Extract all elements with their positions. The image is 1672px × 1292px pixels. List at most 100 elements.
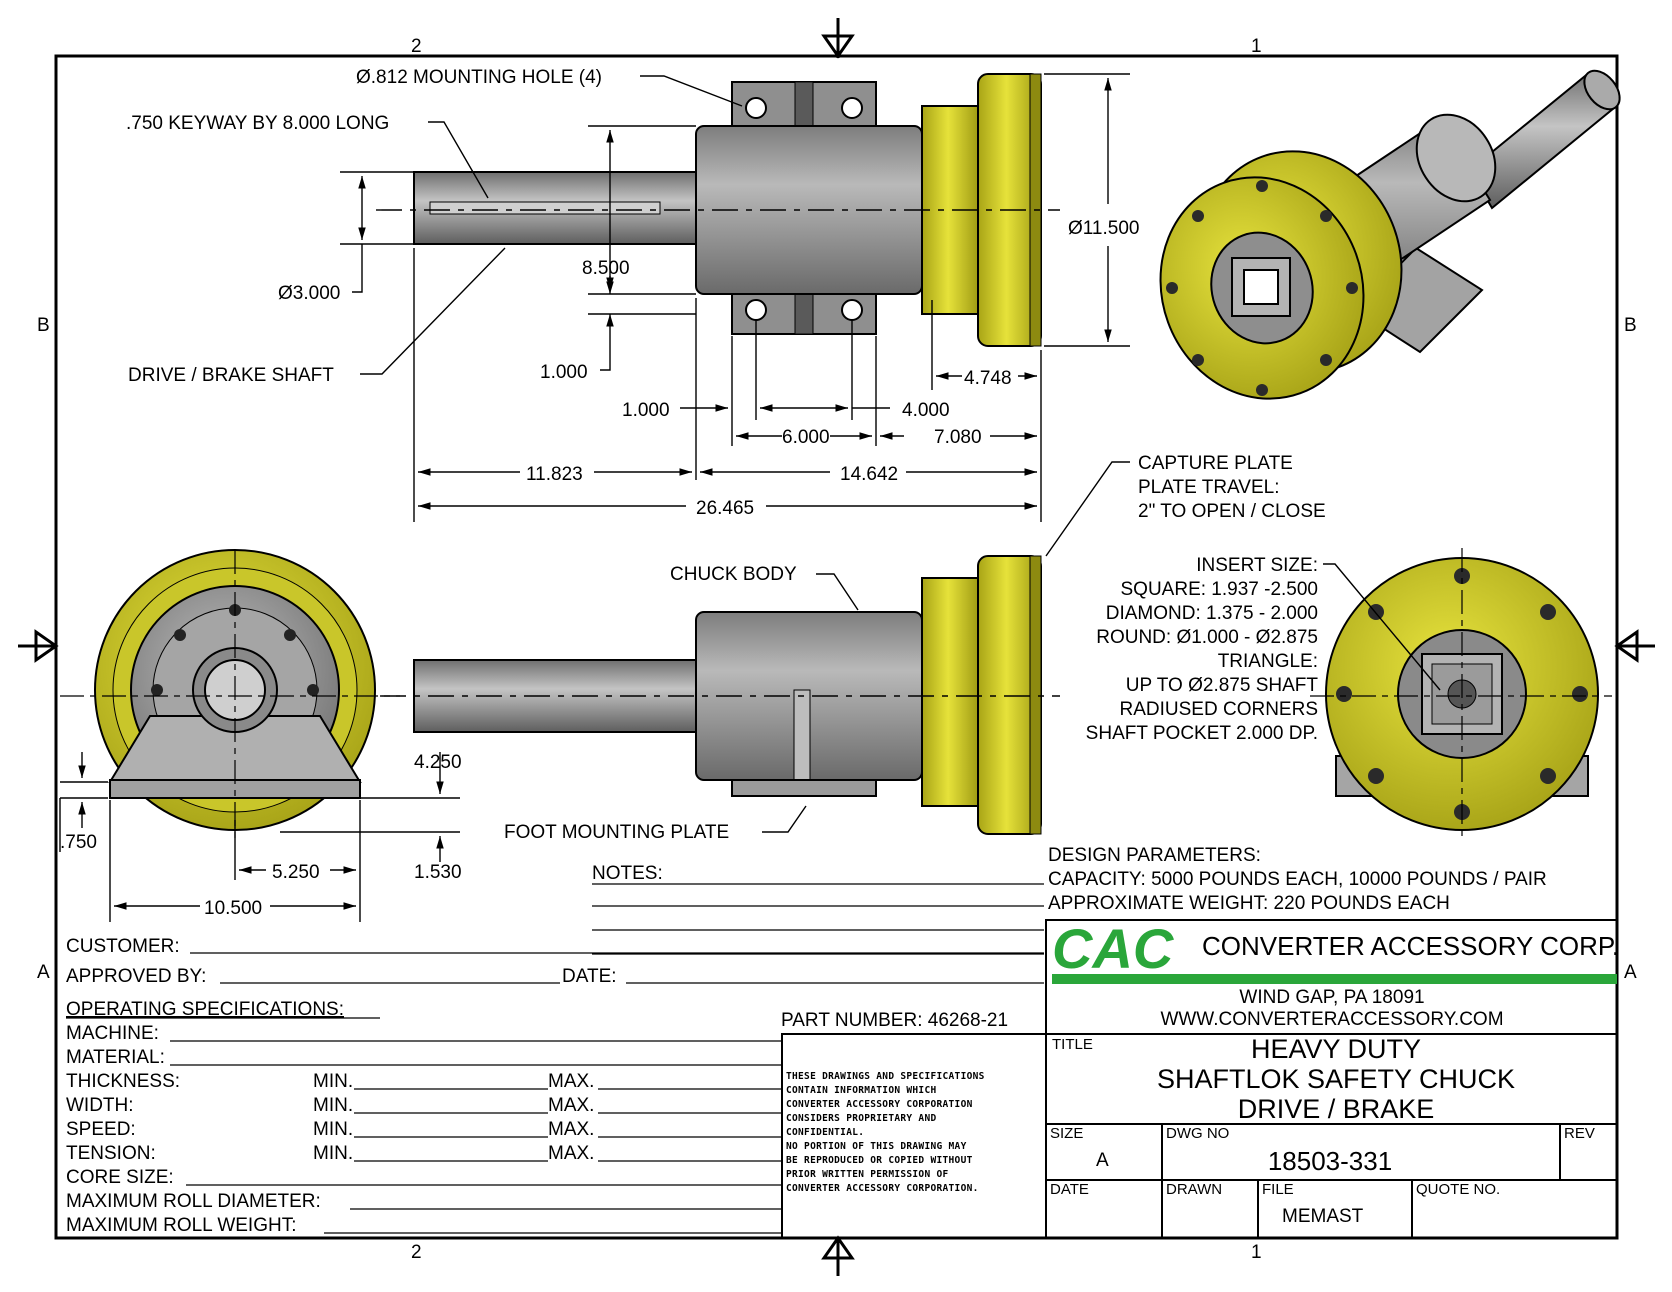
- rev-label: REV: [1564, 1125, 1595, 1142]
- dim-d-flange: Ø11.500: [1068, 218, 1139, 239]
- dim-1000a: 1.000: [540, 362, 588, 383]
- dim-14642: 14.642: [840, 464, 898, 485]
- spec-fields[interactable]: [170, 1040, 782, 1234]
- date-block-label: DATE: [1050, 1181, 1089, 1198]
- dim-4250: 4.250: [414, 752, 462, 773]
- svg-text:MATERIAL:: MATERIAL:: [66, 1047, 165, 1068]
- svg-text:THESE DRAWINGS AND SPECIFICATI: THESE DRAWINGS AND SPECIFICATIONS: [786, 1071, 985, 1082]
- leader-lines: [360, 75, 1441, 833]
- svg-text:RADIUSED CORNERS: RADIUSED CORNERS: [1120, 699, 1318, 720]
- part-number: PART NUMBER: 46268-21: [781, 1010, 1008, 1031]
- svg-text:DESIGN PARAMETERS:: DESIGN PARAMETERS:: [1048, 845, 1261, 866]
- svg-text:MAX.: MAX.: [548, 1119, 594, 1140]
- size-value: A: [1096, 1150, 1109, 1171]
- dim-750: .750: [60, 832, 97, 853]
- dim-10500: 10.500: [204, 898, 262, 919]
- dim-7080: 7.080: [934, 427, 982, 448]
- right-end-view: [1310, 548, 1612, 840]
- svg-text:MAXIMUM ROLL WEIGHT:: MAXIMUM ROLL WEIGHT:: [66, 1215, 296, 1236]
- svg-text:DRIVE / BRAKE: DRIVE / BRAKE: [1238, 1094, 1435, 1124]
- svg-text:SHAFTLOK SAFETY CHUCK: SHAFTLOK SAFETY CHUCK: [1157, 1064, 1515, 1094]
- svg-text:MIN.: MIN.: [313, 1071, 353, 1092]
- company-logo: CAC: [1052, 917, 1617, 984]
- dim-1530: 1.530: [414, 862, 462, 883]
- callout-foot-plate: FOOT MOUNTING PLATE: [504, 822, 729, 843]
- quote-label: QUOTE NO.: [1416, 1181, 1500, 1198]
- svg-text:TRIANGLE:: TRIANGLE:: [1218, 651, 1318, 672]
- dwg-label: DWG NO: [1166, 1125, 1229, 1142]
- svg-text:CAPTURE PLATE: CAPTURE PLATE: [1138, 453, 1293, 474]
- svg-text:ROUND: Ø1.000 - Ø2.875: ROUND: Ø1.000 - Ø2.875: [1096, 627, 1318, 648]
- dim-1000b: 1.000: [622, 400, 670, 421]
- svg-text:MAXIMUM ROLL DIAMETER:: MAXIMUM ROLL DIAMETER:: [66, 1191, 321, 1212]
- date-label: DATE:: [562, 966, 617, 987]
- notes-section: [592, 883, 1044, 955]
- dim-11823: 11.823: [526, 464, 583, 485]
- dim-6000: 6.000: [782, 427, 830, 448]
- svg-text:CORE SIZE:: CORE SIZE:: [66, 1167, 174, 1188]
- left-end-view: [60, 549, 400, 840]
- foot-mounting-plate: [731, 779, 877, 797]
- zone-label: B: [1624, 315, 1637, 336]
- dimension-lines: [59, 73, 1130, 922]
- dim-8500: 8.500: [582, 258, 630, 279]
- svg-text:TENSION:: TENSION:: [66, 1143, 156, 1164]
- zone-label: 1: [1251, 36, 1262, 57]
- keyway: [429, 201, 661, 215]
- svg-text:APPROXIMATE WEIGHT: 220 POUNDS: APPROXIMATE WEIGHT: 220 POUNDS EACH: [1048, 893, 1450, 914]
- svg-text:INSERT SIZE:: INSERT SIZE:: [1196, 555, 1318, 576]
- customer-label: CUSTOMER:: [66, 936, 180, 957]
- callout-chuck-body: CHUCK BODY: [670, 564, 797, 585]
- operating-specifications: OPERATING SPECIFICATIONS: MACHINE: MATER…: [66, 999, 594, 1236]
- svg-text:CONVERTER ACCESSORY CORPORATIO: CONVERTER ACCESSORY CORPORATION.: [786, 1183, 979, 1194]
- svg-text:THICKNESS:: THICKNESS:: [66, 1071, 180, 1092]
- zone-label: 2: [411, 36, 422, 57]
- svg-text:SHAFT POCKET 2.000 DP.: SHAFT POCKET 2.000 DP.: [1086, 723, 1318, 744]
- svg-text:CONSIDERS PROPRIETARY AND: CONSIDERS PROPRIETARY AND: [786, 1113, 937, 1124]
- size-label: SIZE: [1050, 1125, 1083, 1142]
- company-web: WWW.CONVERTERACCESSORY.COM: [1160, 1009, 1503, 1030]
- file-value: MEMAST: [1282, 1206, 1364, 1227]
- callout-keyway: .750 KEYWAY BY 8.000 LONG: [126, 113, 389, 134]
- svg-text:OPERATING SPECIFICATIONS:: OPERATING SPECIFICATIONS:: [66, 999, 344, 1020]
- svg-text:2" TO OPEN / CLOSE: 2" TO OPEN / CLOSE: [1138, 501, 1326, 522]
- svg-text:CAPACITY: 5000 POUNDS EACH, 10: CAPACITY: 5000 POUNDS EACH, 10000 POUNDS…: [1048, 869, 1547, 890]
- zone-label: A: [1624, 962, 1637, 983]
- callout-capture-plate: CAPTURE PLATE PLATE TRAVEL: 2" TO OPEN /…: [1138, 453, 1326, 522]
- title-block: [1045, 919, 1618, 1239]
- dwg-number: 18503-331: [1268, 1146, 1392, 1176]
- zone-label: A: [37, 962, 50, 983]
- callout-drive-shaft: DRIVE / BRAKE SHAFT: [128, 365, 334, 386]
- file-label: FILE: [1262, 1181, 1294, 1198]
- zone-label: 1: [1251, 1242, 1262, 1263]
- side-view: [380, 555, 1060, 835]
- svg-text:HEAVY DUTY: HEAVY DUTY: [1251, 1034, 1421, 1064]
- design-parameters: DESIGN PARAMETERS: CAPACITY: 5000 POUNDS…: [1048, 845, 1547, 914]
- svg-text:BE REPRODUCED OR COPIED WITHOU: BE REPRODUCED OR COPIED WITHOUT: [786, 1155, 973, 1166]
- isometric-view: [1159, 69, 1621, 400]
- svg-text:UP TO Ø2.875 SHAFT: UP TO Ø2.875 SHAFT: [1126, 675, 1319, 696]
- dim-26465: 26.465: [696, 498, 754, 519]
- drawing-title: HEAVY DUTY SHAFTLOK SAFETY CHUCK DRIVE /…: [1157, 1034, 1515, 1124]
- svg-text:DIAMOND: 1.375 - 2.000: DIAMOND: 1.375 - 2.000: [1106, 603, 1318, 624]
- svg-text:SPEED:: SPEED:: [66, 1119, 136, 1140]
- company-name: CONVERTER ACCESSORY CORP.: [1202, 931, 1619, 961]
- company-city: WIND GAP, PA 18091: [1239, 987, 1424, 1008]
- dim-d-shaft: Ø3.000: [278, 283, 340, 304]
- svg-text:MACHINE:: MACHINE:: [66, 1023, 159, 1044]
- callout-mounting-hole: Ø.812 MOUNTING HOLE (4): [356, 67, 602, 88]
- svg-text:MIN.: MIN.: [313, 1143, 353, 1164]
- zone-label: 2: [411, 1242, 422, 1263]
- title-label: TITLE: [1052, 1036, 1093, 1053]
- drawn-label: DRAWN: [1166, 1181, 1222, 1198]
- svg-text:MIN.: MIN.: [313, 1119, 353, 1140]
- svg-text:MAX.: MAX.: [548, 1095, 594, 1116]
- mounting-hole-icon: [745, 97, 863, 321]
- svg-text:CONVERTER ACCESSORY CORPORATIO: CONVERTER ACCESSORY CORPORATION: [786, 1099, 973, 1110]
- notes-label: NOTES:: [592, 863, 663, 884]
- svg-text:PRIOR WRITTEN PERMISSION OF: PRIOR WRITTEN PERMISSION OF: [786, 1169, 949, 1180]
- svg-text:MAX.: MAX.: [548, 1143, 594, 1164]
- dim-5250: 5.250: [272, 862, 320, 883]
- svg-text:MIN.: MIN.: [313, 1095, 353, 1116]
